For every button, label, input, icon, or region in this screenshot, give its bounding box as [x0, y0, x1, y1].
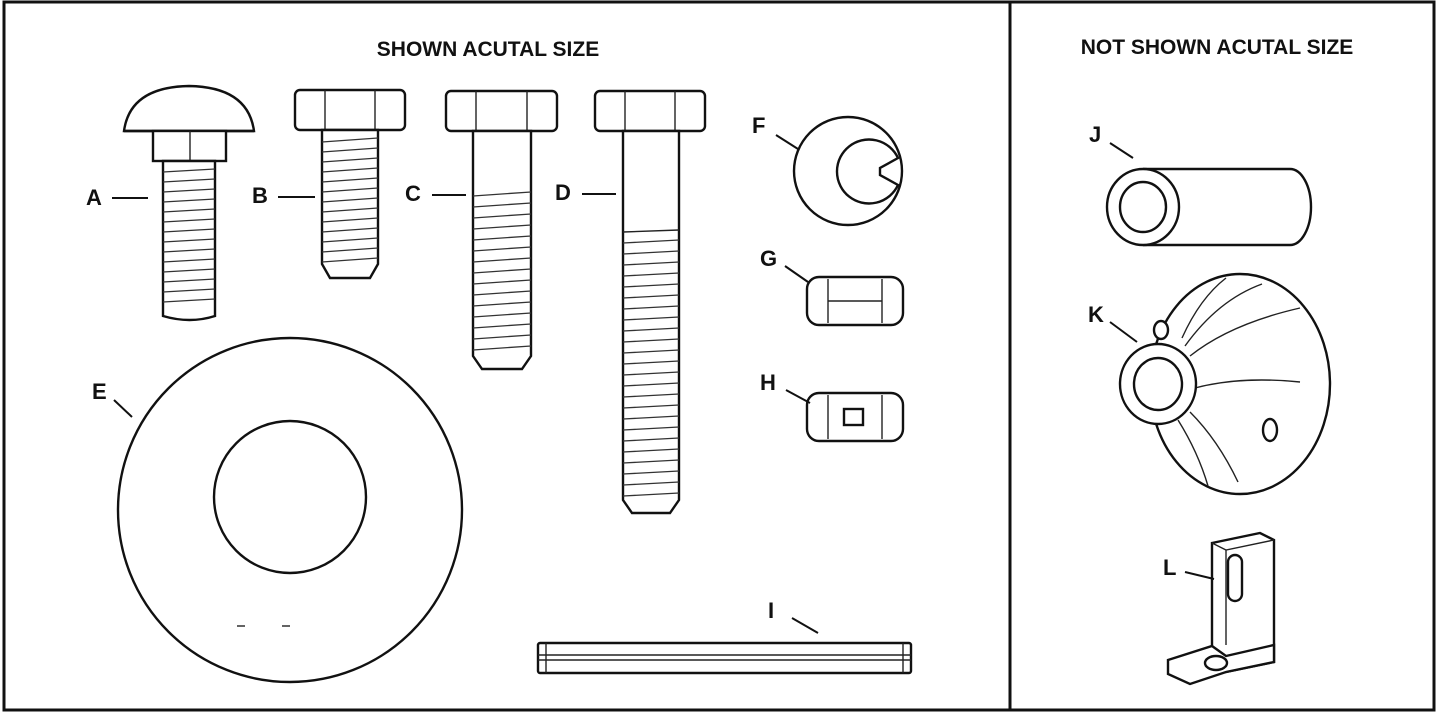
- key-rod-icon: [536, 641, 913, 675]
- label-g: G: [760, 246, 777, 271]
- leader-l: [1184, 571, 1215, 580]
- carriage-bolt-threads: [162, 168, 216, 303]
- label-j: J: [1089, 122, 1101, 147]
- lock-nut-icon: [805, 391, 905, 443]
- label-k: K: [1088, 302, 1104, 327]
- label-i: I: [768, 598, 774, 623]
- angle-bracket-icon: [1166, 531, 1276, 686]
- carriage-bolt-icon: [122, 84, 256, 322]
- leader-f: [775, 134, 799, 150]
- leader-k: [1109, 321, 1138, 343]
- spacer-tube-icon: [1105, 167, 1313, 247]
- label-a: A: [86, 185, 102, 210]
- short-hex-bolt-icon: [293, 88, 407, 280]
- right-panel-title: NOT SHOWN ACUTAL SIZE: [1081, 36, 1354, 59]
- flange-bearing-icon: [1118, 272, 1332, 496]
- leader-h: [785, 389, 811, 404]
- label-e: E: [92, 379, 107, 404]
- medium-hex-bolt-icon: [444, 89, 559, 371]
- leader-e: [113, 399, 133, 418]
- label-b: B: [252, 183, 268, 208]
- leader-i: [791, 617, 819, 634]
- leader-j: [1109, 142, 1134, 159]
- hex-nut-icon: [805, 275, 905, 327]
- label-f: F: [752, 113, 765, 138]
- flat-washer-icon: [116, 336, 464, 684]
- label-c: C: [405, 181, 421, 206]
- medium-hex-bolt-threads: [472, 191, 532, 351]
- leader-g: [784, 265, 809, 283]
- long-hex-bolt-threads: [622, 239, 680, 497]
- label-l: L: [1163, 555, 1176, 580]
- lock-washer-icon: [792, 115, 904, 227]
- left-panel-title: SHOWN ACUTAL SIZE: [377, 38, 599, 61]
- label-d: D: [555, 180, 571, 205]
- label-h: H: [760, 370, 776, 395]
- short-hex-bolt-threads: [321, 137, 379, 263]
- long-hex-bolt-icon: [593, 89, 707, 515]
